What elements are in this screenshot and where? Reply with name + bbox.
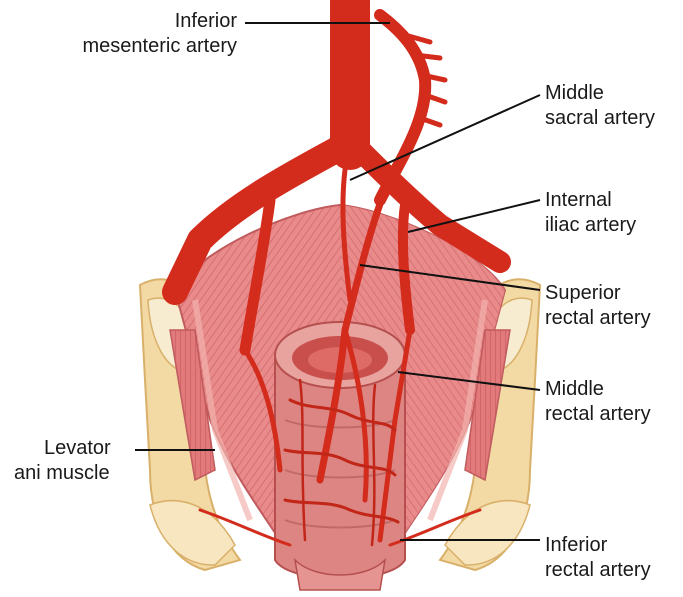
label-line: sacral artery	[545, 106, 655, 131]
label-line: rectal artery	[545, 558, 651, 583]
label-line: ani muscle	[14, 461, 111, 486]
label-inferior-rectal-artery: Inferior rectal artery	[545, 533, 651, 583]
label-line: mesenteric artery	[83, 34, 238, 59]
label-line: Middle	[545, 81, 655, 106]
label-line: Superior	[545, 281, 651, 306]
label-line: Inferior	[83, 9, 238, 34]
label-line: Internal	[545, 188, 636, 213]
label-middle-sacral-artery: Middle sacral artery	[545, 81, 655, 131]
label-line: iliac artery	[545, 213, 636, 238]
label-line: rectal artery	[545, 306, 651, 331]
label-inferior-mesenteric-artery: Inferior mesenteric artery	[83, 9, 238, 59]
label-middle-rectal-artery: Middle rectal artery	[545, 377, 651, 427]
label-superior-rectal-artery: Superior rectal artery	[545, 281, 651, 331]
label-levator-ani-muscle: Levator ani muscle	[14, 436, 111, 486]
label-line: Middle	[545, 377, 651, 402]
label-line: rectal artery	[545, 402, 651, 427]
label-internal-iliac-artery: Internal iliac artery	[545, 188, 636, 238]
label-line: Inferior	[545, 533, 651, 558]
label-line: Levator	[14, 436, 111, 461]
leader-middle-sacral	[350, 95, 540, 180]
